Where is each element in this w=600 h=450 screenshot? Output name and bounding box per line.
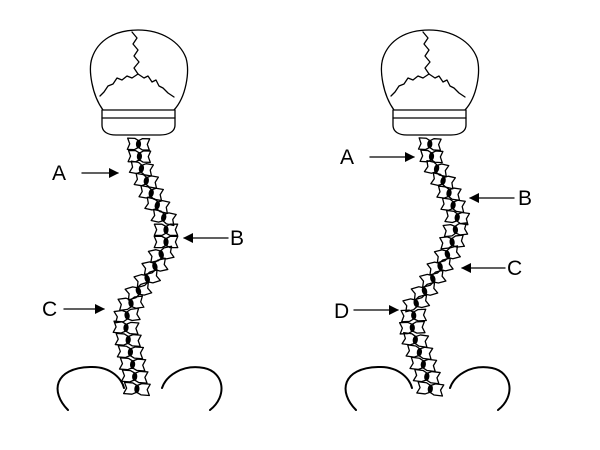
spine-vertebrae [112,137,179,397]
spine-vertebrae [398,137,471,397]
label-b: B [230,227,244,250]
skull [380,29,480,136]
label-a: A [52,162,66,185]
vertebra [426,257,454,276]
vertebra [150,208,177,227]
vertebra [398,320,426,335]
vertebra [127,149,152,164]
vertebra [120,369,149,384]
vertebra [442,222,469,238]
vertebra [126,137,151,151]
vertebra [439,234,466,250]
vertebra [405,344,434,361]
vertebra [419,269,447,288]
vertebra [409,356,438,373]
label-b: B [518,187,532,210]
vertebra [440,197,466,214]
label-d: D [334,300,349,323]
label-a: A [340,146,354,169]
vertebra [113,307,141,324]
vertebra [118,357,147,372]
label-c: C [507,257,522,280]
vertebra [416,381,445,397]
label-c: C [42,298,57,321]
vertebra [153,223,179,237]
vertebra [112,320,140,335]
vertebra [133,269,162,289]
vertebra [116,344,145,360]
vertebra [122,381,151,397]
vertebra [417,137,442,152]
pelvis [56,365,223,411]
vertebra [117,295,145,312]
vertebra [153,235,179,249]
vertebra [410,281,439,301]
right-spine-figure: A B C D [334,29,532,411]
vertebra [444,209,471,226]
vertebra [114,332,142,348]
vertebra [124,281,153,301]
left-spine-figure: A B C [42,29,244,411]
vertebra [402,293,431,313]
vertebra [401,331,430,348]
pelvis [344,365,511,411]
vertebra [412,368,441,385]
vertebra [400,308,427,323]
vertebra [419,149,444,164]
skull [89,29,189,136]
